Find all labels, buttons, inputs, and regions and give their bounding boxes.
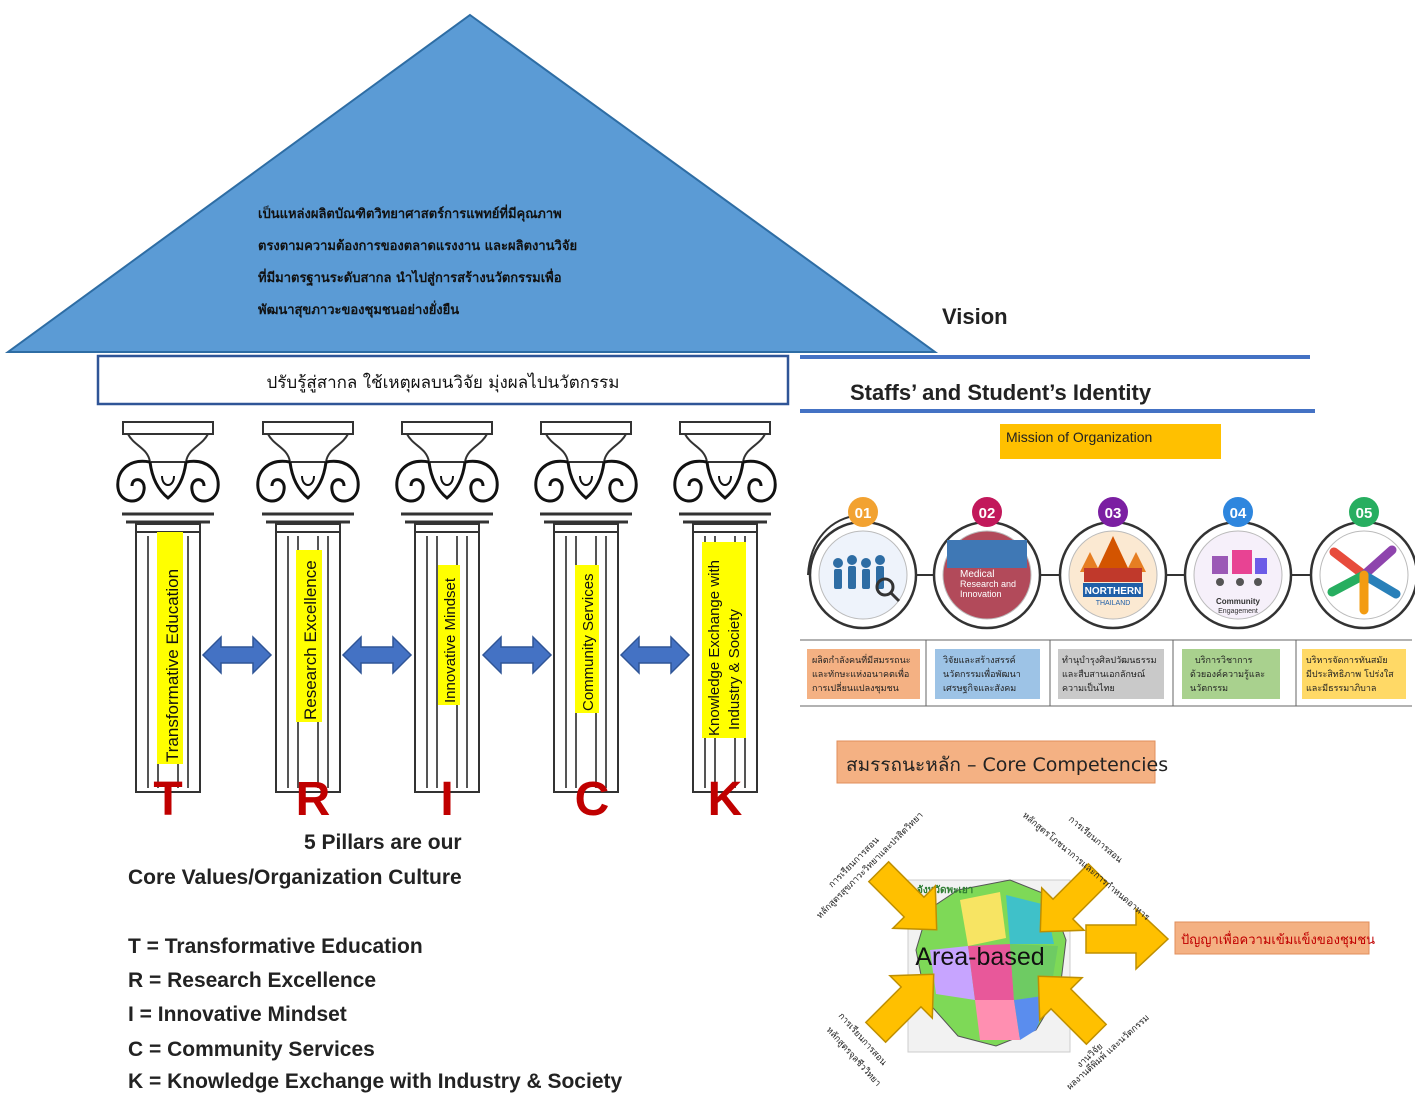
mission-1-line: การเปลี่ยนแปลงชุมชน (812, 681, 899, 694)
pillars-caption-1: 5 Pillars are our (304, 831, 462, 854)
mission-5-line: มีประสิทธิภาพ โปร่งใส (1306, 669, 1394, 680)
mission-badge (1349, 497, 1379, 527)
mission-steps: 01 Medical Research and Innovation 02 (807, 497, 1415, 630)
mission-title: Mission of Organization (1006, 429, 1152, 445)
mission-badge (1223, 497, 1253, 527)
mission-image-band (947, 540, 1027, 568)
mission-4-line: บริการวิชาการ (1195, 655, 1253, 666)
pillar-t-letter: T (153, 773, 182, 826)
pillar-k-letter: K (708, 773, 743, 826)
vision-label: Vision (942, 304, 1008, 329)
mission-step-1: 01 (808, 497, 918, 630)
mission-image-text: Innovation (960, 589, 1002, 599)
mission-image-text: NORTHERN (1085, 586, 1142, 597)
pillar-r-highlight (296, 550, 322, 722)
mission-badge (1098, 497, 1128, 527)
mission-1-line: ผลิตกำลังคนที่มีสมรรถนะ (812, 653, 911, 666)
vision-line-1: เป็นแหล่งผลิตบัณฑิตวิทยาศาสตร์การแพทย์ที… (258, 204, 562, 222)
mission-num: 01 (855, 505, 872, 522)
vision-roof (4, 13, 939, 353)
area-based-label: Area-based (915, 943, 1044, 971)
pillar-t-label: Transformative Education (163, 569, 182, 762)
vision-line-4: พัฒนาสุขภาวะของชุมชนอย่างยั่งยืน (258, 300, 459, 318)
mission-badge (972, 497, 1002, 527)
core-title-box (836, 740, 1156, 784)
pillar-r-label: Research Excellence (301, 560, 320, 720)
legend-k: K = Knowledge Exchange with Industry & S… (128, 1070, 622, 1093)
legend-r: R = Research Excellence (128, 969, 376, 992)
pillar-i-letter: I (440, 773, 453, 826)
pillars-caption-2: Core Values/Organization Culture (128, 866, 462, 889)
mission-5-line: และมีธรรมาภิบาล (1306, 683, 1376, 694)
map-caption: จังหวัดพะเยา (917, 884, 973, 896)
mission-cell (1058, 649, 1164, 699)
pillar-c-highlight (575, 565, 599, 713)
mission-image-text: Research and (960, 579, 1016, 589)
community-icon (1212, 550, 1267, 586)
vision-text: เป็นแหล่งผลิตบัณฑิตวิทยาศาสตร์การแพทย์ที… (258, 204, 577, 318)
mission-badge (848, 497, 878, 527)
mission-image (1193, 530, 1283, 620)
mission-step-4: Community Engagement 04 (1183, 497, 1293, 630)
hands-icon (1327, 545, 1401, 615)
mission-3-line: และสืบสานเอกลักษณ์ (1062, 668, 1145, 680)
pillar-i-label: Innovative Mindset (442, 577, 459, 703)
pillar-k-highlight (702, 542, 746, 738)
mission-5-line: บริหารจัดการทันสมัย (1306, 655, 1388, 666)
mission-image-text: THAILAND (1096, 600, 1131, 607)
mission-num: 03 (1105, 505, 1122, 522)
core-title: สมรรถนะหลัก – Core Competencies (846, 754, 1168, 776)
core-result: ปัญญาเพื่อความเข้มแข็งของชุมชน (1181, 930, 1375, 948)
mission-3-line: ความเป็นไทย (1062, 681, 1115, 694)
mission-title-box (1000, 424, 1221, 459)
mission-num: 02 (979, 505, 996, 522)
pillar-k-label-2: Industry & Society (726, 609, 743, 730)
double-arrow-icon (620, 636, 690, 674)
pillar-c-letter: C (575, 773, 610, 826)
mission-image-text: Engagement (1218, 608, 1258, 615)
double-arrow-icon (482, 636, 552, 674)
mission-image-text: Medical (960, 569, 994, 580)
vision-line-3: ที่มีมาตรฐานระดับสากล นำไปสู่การสร้างนวั… (258, 268, 562, 287)
identity-thai: ปรับรู้สู่สากล ใช้เหตุผลบนวิจัย มุ่งผลไป… (266, 372, 619, 393)
identity-label: Staffs’ and Student’s Identity (850, 380, 1152, 405)
mission-4-line: นวัตกรรม (1190, 684, 1228, 694)
mission-num: 04 (1230, 505, 1247, 522)
mission-table: ผลิตกำลังคนที่มีสมรรถนะ และทักษะแห่งอนาค… (800, 639, 1412, 707)
mission-step-3: NORTHERN THAILAND 03 (1058, 497, 1168, 630)
arrow-icon (1085, 908, 1169, 970)
mission-image-band (1083, 583, 1143, 597)
mission-cell (807, 649, 920, 699)
mission-1-line: และทักษะแห่งอนาคตเพื่อ (812, 667, 909, 680)
mission-cell (935, 649, 1040, 699)
mission-cell (1182, 649, 1280, 699)
vision-line-2: ตรงตามความต้องการของตลาดแรงงาน และผลิตงา… (258, 238, 577, 254)
pillar-k-label-1: Knowledge Exchange with (706, 560, 723, 736)
mission-4-line: ด้วยองค์ความรู้และ (1190, 668, 1265, 680)
mission-step-2: Medical Research and Innovation 02 (932, 497, 1042, 630)
pillar-i-highlight (438, 565, 460, 705)
pillar-c-label: Community Services (580, 573, 597, 711)
magnifier-icon (875, 577, 901, 603)
people-icon (833, 555, 885, 589)
mission-2-line: วิจัยและสร้างสรรค์ (943, 654, 1016, 666)
legend-c: C = Community Services (128, 1038, 375, 1061)
mission-image-text: Community (1216, 597, 1261, 606)
core-result-box (1174, 921, 1370, 955)
pillar-r-letter: R (296, 773, 331, 826)
identity-bar (96, 354, 790, 406)
mission-2-line: เศรษฐกิจและสังคม (943, 683, 1016, 694)
double-arrow-icon (202, 636, 272, 674)
mission-2-line: นวัตกรรมเพื่อพัฒนา (943, 667, 1021, 680)
mission-step-5: 05 (1309, 497, 1415, 630)
pillar-t-highlight (157, 532, 183, 764)
temple-icon (1080, 536, 1146, 582)
legend-t: T = Transformative Education (128, 935, 423, 958)
mission-num: 05 (1356, 505, 1373, 522)
mission-cell (1302, 649, 1406, 699)
double-arrow-icon (342, 636, 412, 674)
mission-3-line: ทำนุบำรุงศิลปวัฒนธรรม (1062, 655, 1157, 666)
legend-i: I = Innovative Mindset (128, 1003, 347, 1026)
